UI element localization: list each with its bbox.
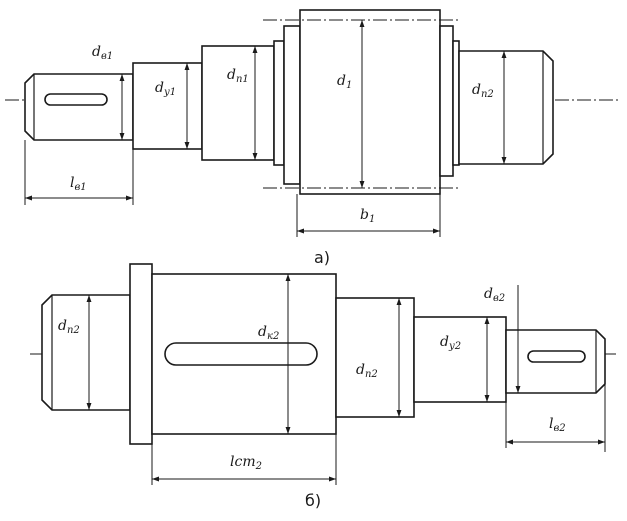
shaft-a-step-n1 <box>201 45 275 161</box>
label-l-v1: lв1 <box>70 175 87 193</box>
label-b-1: b1 <box>360 207 375 225</box>
shaft-b-hub-keyway <box>164 342 318 366</box>
label-d-n2-left: dп2 <box>58 318 80 336</box>
label-d-k2: dк2 <box>258 324 279 342</box>
shaft-b-flange <box>129 263 153 445</box>
shaft-a-shoulder-right <box>452 40 460 166</box>
label-d-y1: dу1 <box>155 80 176 98</box>
label-d-y2: dу2 <box>440 334 461 352</box>
shaft-b-keyway <box>527 350 586 363</box>
label-d-v2: dв2 <box>484 286 505 304</box>
shaft-b-step-y2 <box>413 316 507 403</box>
label-l-v2: lв2 <box>549 416 566 434</box>
caption-a: а) <box>314 248 330 267</box>
shaft-a-shoulder-left <box>273 40 285 166</box>
shaft-b-left-end <box>41 294 131 411</box>
shaft-b: dп2 dк2 dп2 dу2 dв2 lст2 lв2 б) <box>30 263 618 510</box>
shaft-a-step-y1 <box>132 62 203 150</box>
shaft-a-right-end <box>458 50 554 165</box>
caption-b: б) <box>305 491 321 510</box>
shaft-a-keyway <box>44 93 108 106</box>
shaft-a-gear <box>299 9 441 195</box>
label-d-n2: dп2 <box>472 82 494 100</box>
label-l-st2: lст2 <box>230 454 262 472</box>
shaft-a: dв1 dу1 dп1 d1 dп2 lв1 b1 а) <box>5 9 620 267</box>
label-d-n2-right: dп2 <box>356 362 378 380</box>
shaft-b-step-n2 <box>335 297 415 418</box>
shaft-a-collar-left <box>283 25 301 185</box>
label-d-v1: dв1 <box>92 44 113 62</box>
label-d-1: d1 <box>337 73 352 91</box>
shaft-a-collar-right <box>439 25 454 177</box>
shaft-a-left-end <box>24 73 134 141</box>
label-d-n1: dп1 <box>227 67 249 85</box>
